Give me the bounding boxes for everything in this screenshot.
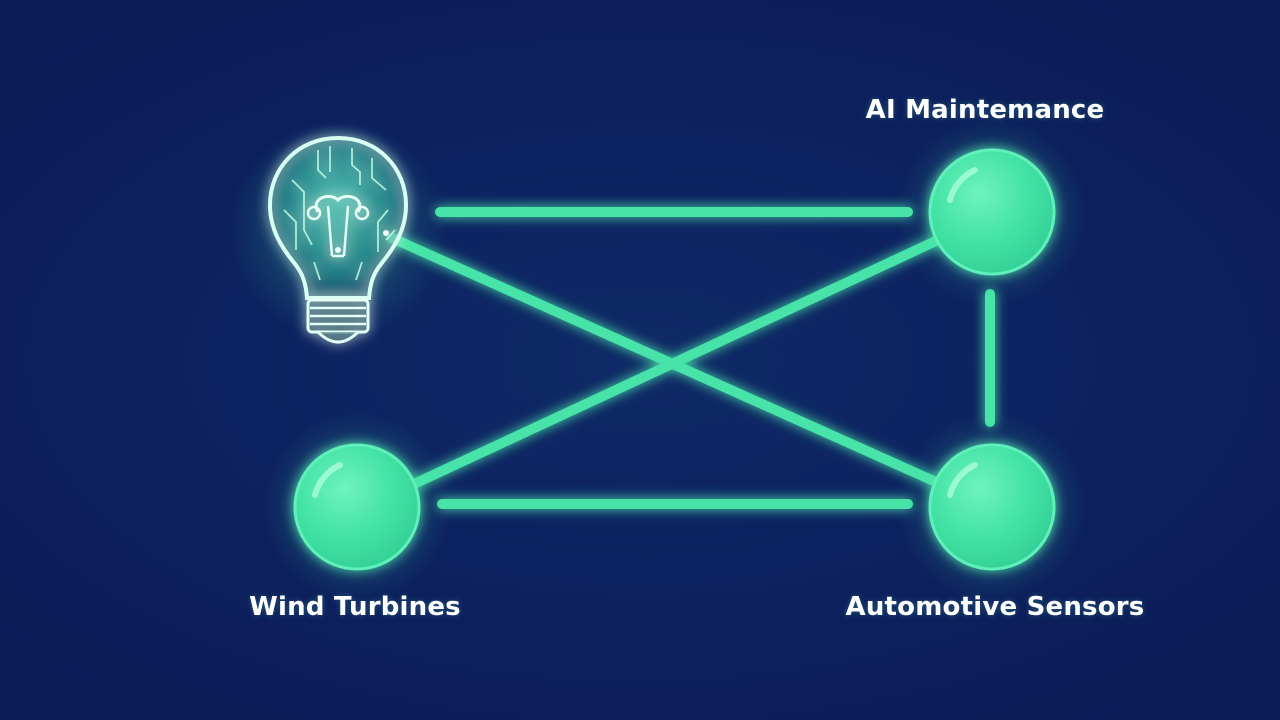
node-ai-maintenance[interactable] [928, 148, 1056, 276]
lightbulb-circuit-icon[interactable] [267, 135, 409, 344]
edges [387, 207, 995, 509]
label-automotive-sensors: Automotive Sensors [845, 592, 1145, 622]
node-wind-turbines[interactable] [293, 443, 421, 571]
edge-idea-automotive-sensors [387, 233, 941, 487]
label-wind-turbines: Wind Turbines [249, 592, 461, 622]
node-automotive-sensors[interactable] [928, 443, 1056, 571]
label-ai-maintenance: AI Maintemance [865, 95, 1105, 125]
edge-wind-turbines-ai-maintenance [409, 235, 943, 489]
